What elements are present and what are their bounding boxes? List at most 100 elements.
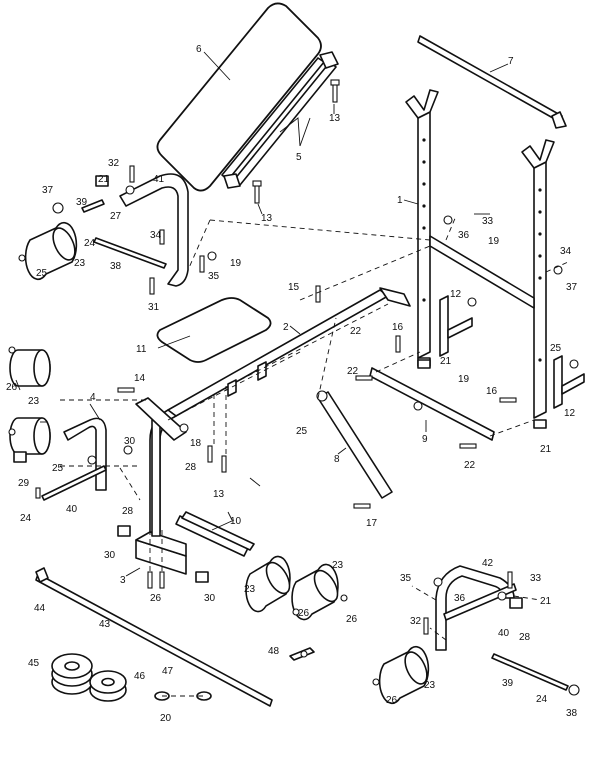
callout-label: 19 bbox=[458, 374, 470, 385]
leg-extension-tube bbox=[175, 511, 255, 557]
callout-label: 1 bbox=[397, 195, 403, 206]
callout-label: 19 bbox=[488, 236, 500, 247]
callout-label: 24 bbox=[536, 694, 548, 705]
callout-label: 34 bbox=[150, 230, 162, 241]
callout-label: 13 bbox=[261, 213, 273, 224]
callout-label: 19 bbox=[230, 258, 242, 269]
back-pad-rails bbox=[221, 51, 339, 189]
assembly-lines bbox=[60, 215, 569, 697]
callout-label: 16 bbox=[392, 322, 404, 333]
callout-label: 16 bbox=[486, 386, 498, 397]
back-pad bbox=[156, 2, 322, 192]
callout-label: 7 bbox=[508, 56, 514, 67]
rear-rollers bbox=[245, 555, 348, 621]
callout-label: 47 bbox=[162, 666, 174, 677]
callout-label: 26 bbox=[6, 382, 18, 393]
callout-label: 4 bbox=[90, 392, 96, 403]
leader-lines bbox=[15, 51, 509, 577]
callout-label: 38 bbox=[110, 261, 122, 272]
callout-label: 8 bbox=[334, 454, 340, 465]
callout-label: 41 bbox=[153, 174, 165, 185]
callout-label: 30 bbox=[104, 550, 116, 561]
callout-label: 25 bbox=[296, 426, 308, 437]
callout-label: 32 bbox=[108, 158, 120, 169]
callout-label: 28 bbox=[519, 632, 531, 643]
callout-label: 23 bbox=[244, 584, 256, 595]
callout-label: 33 bbox=[482, 216, 494, 227]
callout-label: 44 bbox=[34, 603, 46, 614]
callout-label: 13 bbox=[213, 489, 225, 500]
callout-labels: 1 2 3 4 5 6 7 8 9 10 11 12 12 13 13 13 1… bbox=[6, 44, 578, 724]
roller-bar-41 bbox=[41, 465, 107, 501]
callout-label: 37 bbox=[566, 282, 578, 293]
callout-label: 33 bbox=[530, 573, 542, 584]
arm-42 bbox=[119, 173, 189, 287]
callout-label: 39 bbox=[76, 197, 88, 208]
callout-label: 23 bbox=[28, 396, 40, 407]
callout-label: 43 bbox=[99, 619, 111, 630]
front-rollers bbox=[8, 346, 51, 455]
callout-label: 45 bbox=[28, 658, 40, 669]
clip-49 bbox=[289, 647, 315, 661]
callout-label: 18 bbox=[190, 438, 202, 449]
callout-label: 48 bbox=[268, 646, 280, 657]
callout-label: 26 bbox=[386, 695, 398, 706]
callout-label: 25 bbox=[36, 268, 48, 279]
callout-label: 20 bbox=[160, 713, 172, 724]
callout-label: 31 bbox=[148, 302, 160, 313]
callout-label: 36 bbox=[458, 230, 470, 241]
callout-label: 6 bbox=[196, 44, 202, 55]
callout-label: 21 bbox=[98, 174, 110, 185]
callout-label: 37 bbox=[42, 185, 54, 196]
callout-label: 3 bbox=[120, 575, 126, 586]
callout-label: 27 bbox=[110, 211, 122, 222]
callout-label: 46 bbox=[134, 671, 146, 682]
callout-label: 30 bbox=[204, 593, 216, 604]
callout-label: 21 bbox=[440, 356, 452, 367]
callout-label: 24 bbox=[20, 513, 32, 524]
callout-label: 24 bbox=[84, 238, 96, 249]
callout-label: 26 bbox=[346, 614, 358, 625]
callout-label: 5 bbox=[296, 152, 302, 163]
callout-label: 29 bbox=[18, 478, 30, 489]
diagonal-support bbox=[316, 390, 393, 499]
callout-label: 36 bbox=[454, 593, 466, 604]
callout-label: 12 bbox=[564, 408, 576, 419]
callout-label: 23 bbox=[332, 560, 344, 571]
callout-label: 39 bbox=[502, 678, 514, 689]
callout-label: 26 bbox=[150, 593, 162, 604]
callout-label: 23 bbox=[74, 258, 86, 269]
arm-43-roller bbox=[372, 645, 430, 705]
callout-label: 21 bbox=[540, 596, 552, 607]
callout-label: 21 bbox=[540, 444, 552, 455]
crossbar bbox=[417, 35, 567, 129]
seat-pad bbox=[156, 297, 272, 363]
callout-label: 38 bbox=[566, 708, 578, 719]
callout-label: 22 bbox=[464, 460, 476, 471]
callout-label: 12 bbox=[450, 289, 462, 300]
callout-label: 15 bbox=[288, 282, 300, 293]
upright-holes bbox=[422, 138, 542, 362]
callout-label: 28 bbox=[185, 462, 197, 473]
barbell bbox=[35, 567, 273, 707]
callout-label: 35 bbox=[400, 573, 412, 584]
callout-label: 32 bbox=[410, 616, 422, 627]
callout-label: 9 bbox=[422, 434, 428, 445]
callout-label: 40 bbox=[498, 628, 510, 639]
callout-label: 34 bbox=[560, 246, 572, 257]
arm-42-roller bbox=[18, 202, 78, 281]
callout-label: 25 bbox=[550, 343, 562, 354]
arm-43 bbox=[435, 565, 523, 651]
callout-label: 30 bbox=[124, 436, 136, 447]
callout-label: 42 bbox=[482, 558, 494, 569]
callout-label: 10 bbox=[230, 516, 242, 527]
weight-plates-47 bbox=[89, 670, 127, 702]
rail-screws bbox=[252, 79, 340, 204]
callout-label: 25 bbox=[52, 463, 64, 474]
callout-label: 26 bbox=[298, 608, 310, 619]
callout-label: 14 bbox=[134, 373, 146, 384]
arm-43-bar bbox=[491, 653, 580, 696]
upright-frame bbox=[405, 89, 585, 429]
rear-crossmember bbox=[369, 367, 495, 441]
